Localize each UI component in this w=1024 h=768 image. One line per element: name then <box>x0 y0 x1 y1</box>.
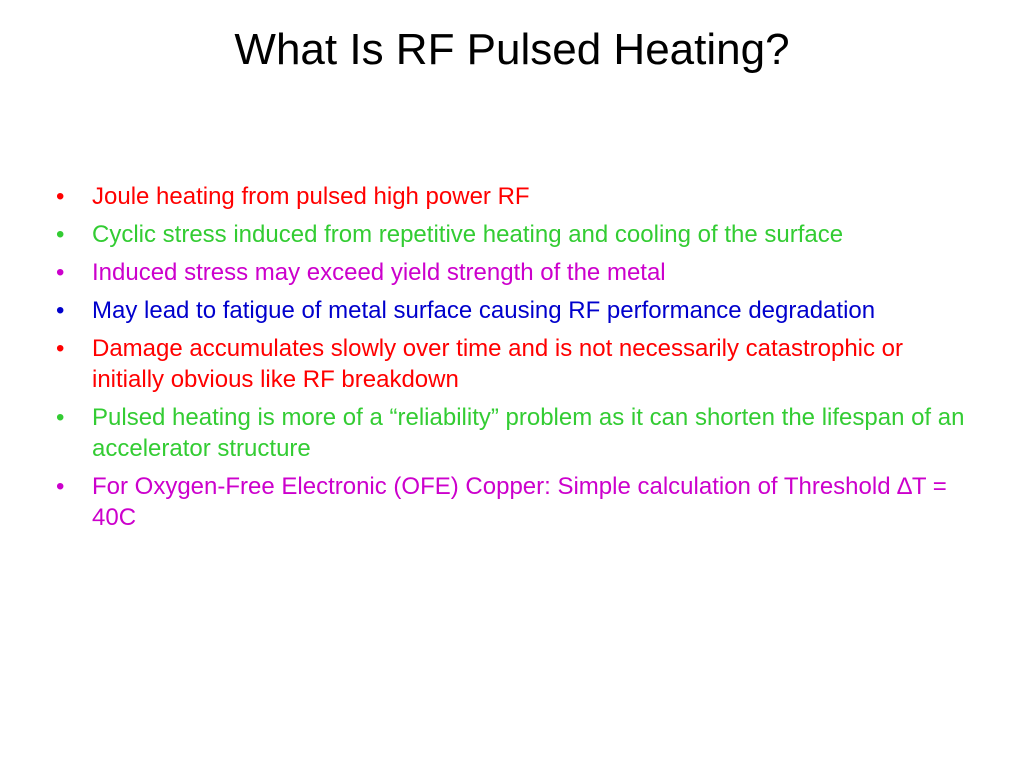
bullet-dot: • <box>56 404 65 431</box>
bullet-item-fatigue: • May lead to fatigue of metal surface c… <box>56 295 966 326</box>
bullet-dot: • <box>56 473 65 500</box>
bullet-text: May lead to fatigue of metal surface cau… <box>92 297 876 324</box>
slide-title: What Is RF Pulsed Heating? <box>234 25 790 74</box>
bullet-text: For Oxygen-Free Electronic (OFE) Copper:… <box>92 473 947 531</box>
bullet-list: • Joule heating from pulsed high power R… <box>56 181 966 540</box>
bullet-text: Cyclic stress induced from repetitive he… <box>92 221 844 248</box>
bullet-dot: • <box>56 335 65 362</box>
bullet-dot: • <box>56 297 65 324</box>
bullet-item-cyclic-stress: • Cyclic stress induced from repetitive … <box>56 219 966 250</box>
bullet-dot: • <box>56 259 65 286</box>
bullet-text: Pulsed heating is more of a “reliability… <box>92 404 965 462</box>
bullet-item-joule-heating: • Joule heating from pulsed high power R… <box>56 181 966 212</box>
bullet-item-induced-stress: • Induced stress may exceed yield streng… <box>56 257 966 288</box>
bullet-text: Joule heating from pulsed high power RF <box>92 183 530 210</box>
bullet-item-ofe-copper: • For Oxygen-Free Electronic (OFE) Coppe… <box>56 471 966 533</box>
bullet-dot: • <box>56 221 65 248</box>
bullet-item-reliability: • Pulsed heating is more of a “reliabili… <box>56 402 966 464</box>
bullet-text: Damage accumulates slowly over time and … <box>92 335 904 393</box>
bullet-text: Induced stress may exceed yield strength… <box>92 259 666 286</box>
bullet-dot: • <box>56 183 65 210</box>
bullet-item-damage-accumulates: • Damage accumulates slowly over time an… <box>56 333 966 395</box>
